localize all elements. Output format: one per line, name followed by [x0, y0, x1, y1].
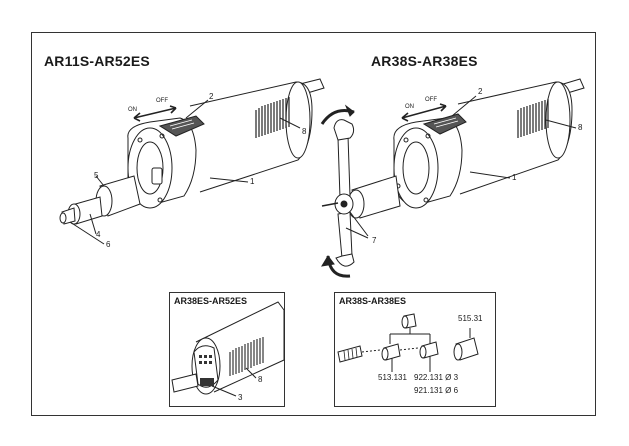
- left-tool-title: AR11S-AR52ES: [44, 53, 150, 69]
- right-callout-2: 2: [478, 87, 483, 96]
- left-callout-5: 5: [94, 171, 99, 180]
- inset-left-title: AR38ES-AR52ES: [174, 296, 248, 306]
- right-switch-off-label: OFF: [425, 97, 437, 103]
- part-513-131: 513.131: [378, 373, 407, 382]
- left-callout-8: 8: [302, 127, 307, 136]
- left-callout-6: 6: [106, 240, 111, 249]
- part-922-131: 922.131 Ø 3: [414, 373, 459, 382]
- right-callout-8: 8: [578, 123, 583, 132]
- part-921-131: 921.131 Ø 6: [414, 386, 459, 395]
- right-tool-title: AR38S-AR38ES: [371, 53, 478, 69]
- left-callout-4: 4: [96, 230, 101, 239]
- inset-left-callout-8: 8: [258, 375, 263, 384]
- right-callout-1: 1: [512, 173, 517, 182]
- left-switch-off-label: OFF: [156, 98, 168, 104]
- inset-right-title: AR38S-AR38ES: [339, 296, 407, 306]
- part-515-31: 515.31: [458, 314, 483, 323]
- left-callout-2: 2: [209, 92, 214, 101]
- diagram-frame: [31, 32, 596, 416]
- inset-left-callout-3: 3: [238, 393, 243, 402]
- right-callout-7: 7: [372, 236, 377, 245]
- left-switch-on-label: ON: [128, 107, 137, 113]
- right-switch-on-label: ON: [405, 104, 414, 110]
- left-callout-1: 1: [250, 177, 255, 186]
